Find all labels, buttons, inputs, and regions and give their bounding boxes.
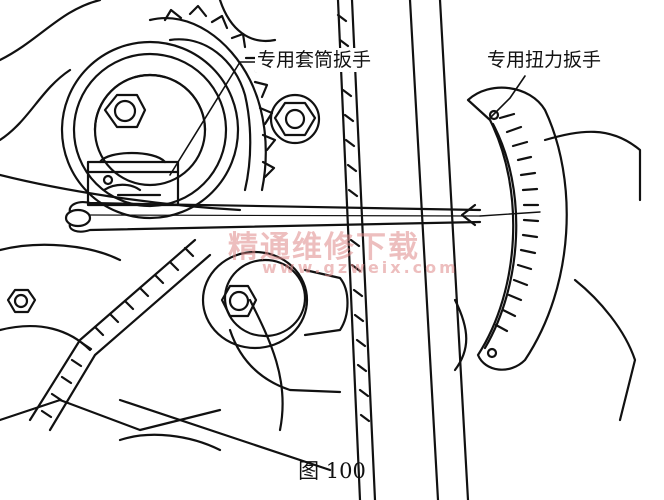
housing-bolt	[269, 93, 321, 145]
timing-belt-lower	[28, 238, 342, 472]
lower-left-bolt	[6, 288, 37, 314]
torque-wrench-dial	[460, 86, 568, 371]
pulley-bolt	[103, 93, 147, 129]
engine-block-outline	[0, 0, 284, 452]
socket-wrench-adapter	[86, 152, 180, 207]
torque-wrench-label: 专用扭力扳手	[485, 48, 604, 72]
tensioner-pulley	[201, 250, 349, 350]
figure-caption: 图 100	[298, 459, 366, 483]
callout-leaders	[169, 61, 526, 176]
watermark-text: 精通维修下载	[228, 230, 420, 265]
cylinder-head-housing	[336, 0, 642, 500]
watermark-url: www.gzweix.com	[262, 258, 459, 277]
socket-wrench-label: 专用套筒扳手	[255, 48, 374, 72]
torque-wrench-shaft	[64, 201, 482, 233]
